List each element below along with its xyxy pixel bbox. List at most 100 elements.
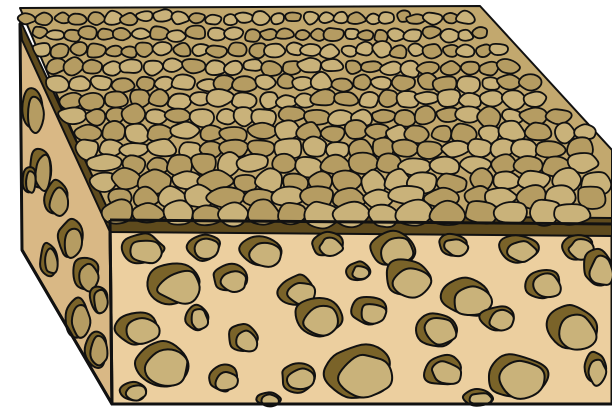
top-stone xyxy=(357,30,373,40)
top-stone xyxy=(323,28,343,41)
top-stone xyxy=(168,94,191,110)
top-stone xyxy=(476,44,491,57)
top-stone xyxy=(189,13,205,23)
top-stone xyxy=(371,77,391,90)
top-stone xyxy=(173,43,190,57)
top-stone xyxy=(98,29,115,40)
top-stone xyxy=(479,62,498,76)
front-stone xyxy=(470,393,492,404)
top-stone xyxy=(285,12,301,21)
front-stone xyxy=(489,310,513,331)
top-stone xyxy=(255,75,275,90)
top-stone xyxy=(430,157,460,175)
top-stone xyxy=(206,60,226,75)
top-stone xyxy=(437,89,460,106)
top-stone xyxy=(356,42,373,56)
top-stone xyxy=(432,126,452,142)
top-stone xyxy=(361,61,382,72)
top-stone xyxy=(334,92,358,106)
top-stone xyxy=(497,74,521,89)
top-stone xyxy=(112,78,135,92)
front-stone xyxy=(126,318,159,344)
top-stone xyxy=(79,93,104,111)
top-stone xyxy=(103,61,121,75)
top-stone xyxy=(379,12,394,24)
top-stone xyxy=(456,45,474,58)
top-stone xyxy=(83,60,103,74)
top-stone xyxy=(494,202,527,223)
top-stone xyxy=(135,43,152,57)
side-stone xyxy=(94,290,108,313)
top-stone xyxy=(218,202,248,226)
top-stone xyxy=(121,46,136,57)
top-stone xyxy=(51,44,69,59)
top-stone xyxy=(113,28,131,40)
front-stone xyxy=(362,304,387,324)
top-stone xyxy=(260,29,277,40)
top-stone xyxy=(252,11,270,25)
top-stone xyxy=(232,76,257,91)
front-stone xyxy=(195,239,219,259)
top-stone xyxy=(519,74,542,90)
top-stone xyxy=(74,125,101,141)
top-stone xyxy=(87,154,122,171)
top-stone xyxy=(480,91,503,107)
top-stone xyxy=(331,79,352,92)
top-stone xyxy=(295,30,309,40)
front-stone xyxy=(215,372,237,390)
top-stone xyxy=(525,123,552,141)
top-stone xyxy=(392,140,418,157)
top-stone xyxy=(465,201,497,224)
top-stone xyxy=(457,76,480,94)
top-stone xyxy=(245,29,260,42)
front-stone xyxy=(221,271,246,292)
top-stone xyxy=(319,12,334,23)
top-stone xyxy=(87,43,106,57)
top-stone xyxy=(172,74,195,89)
top-stone xyxy=(224,27,243,40)
top-stone xyxy=(125,124,149,144)
top-stone xyxy=(524,92,547,107)
top-stone xyxy=(136,11,153,21)
top-stone xyxy=(345,120,368,139)
top-stone xyxy=(346,61,362,74)
top-stone xyxy=(237,154,268,172)
top-stone xyxy=(321,59,343,71)
top-stone xyxy=(88,12,105,25)
top-stone xyxy=(468,139,492,157)
top-stone xyxy=(33,43,50,57)
top-stone xyxy=(150,26,169,40)
top-stone xyxy=(68,14,86,25)
left-front-edge xyxy=(110,220,112,404)
top-stone xyxy=(46,30,64,39)
top-stone xyxy=(235,13,253,23)
top-stone xyxy=(120,59,142,73)
top-stone xyxy=(490,44,508,55)
top-stone xyxy=(415,92,439,104)
top-stone xyxy=(303,136,326,156)
side-stone xyxy=(72,305,90,338)
top-stone xyxy=(300,44,321,56)
top-stone xyxy=(372,110,395,123)
top-stone xyxy=(415,106,436,125)
front-stone xyxy=(249,243,281,267)
top-stone xyxy=(165,109,191,123)
top-stone xyxy=(78,26,96,39)
top-stone xyxy=(105,91,128,107)
top-stone xyxy=(333,12,347,23)
top-stone xyxy=(379,90,398,107)
top-stone xyxy=(69,76,90,91)
top-stone xyxy=(18,13,36,24)
top-stone xyxy=(353,75,370,90)
top-stone xyxy=(403,29,421,41)
front-stone xyxy=(126,385,146,400)
front-stone xyxy=(192,309,208,329)
top-stone xyxy=(244,59,263,71)
top-stone xyxy=(554,204,590,225)
top-stone xyxy=(536,141,566,157)
top-stone xyxy=(472,27,487,38)
top-stone xyxy=(461,62,479,75)
top-stone xyxy=(387,28,405,41)
